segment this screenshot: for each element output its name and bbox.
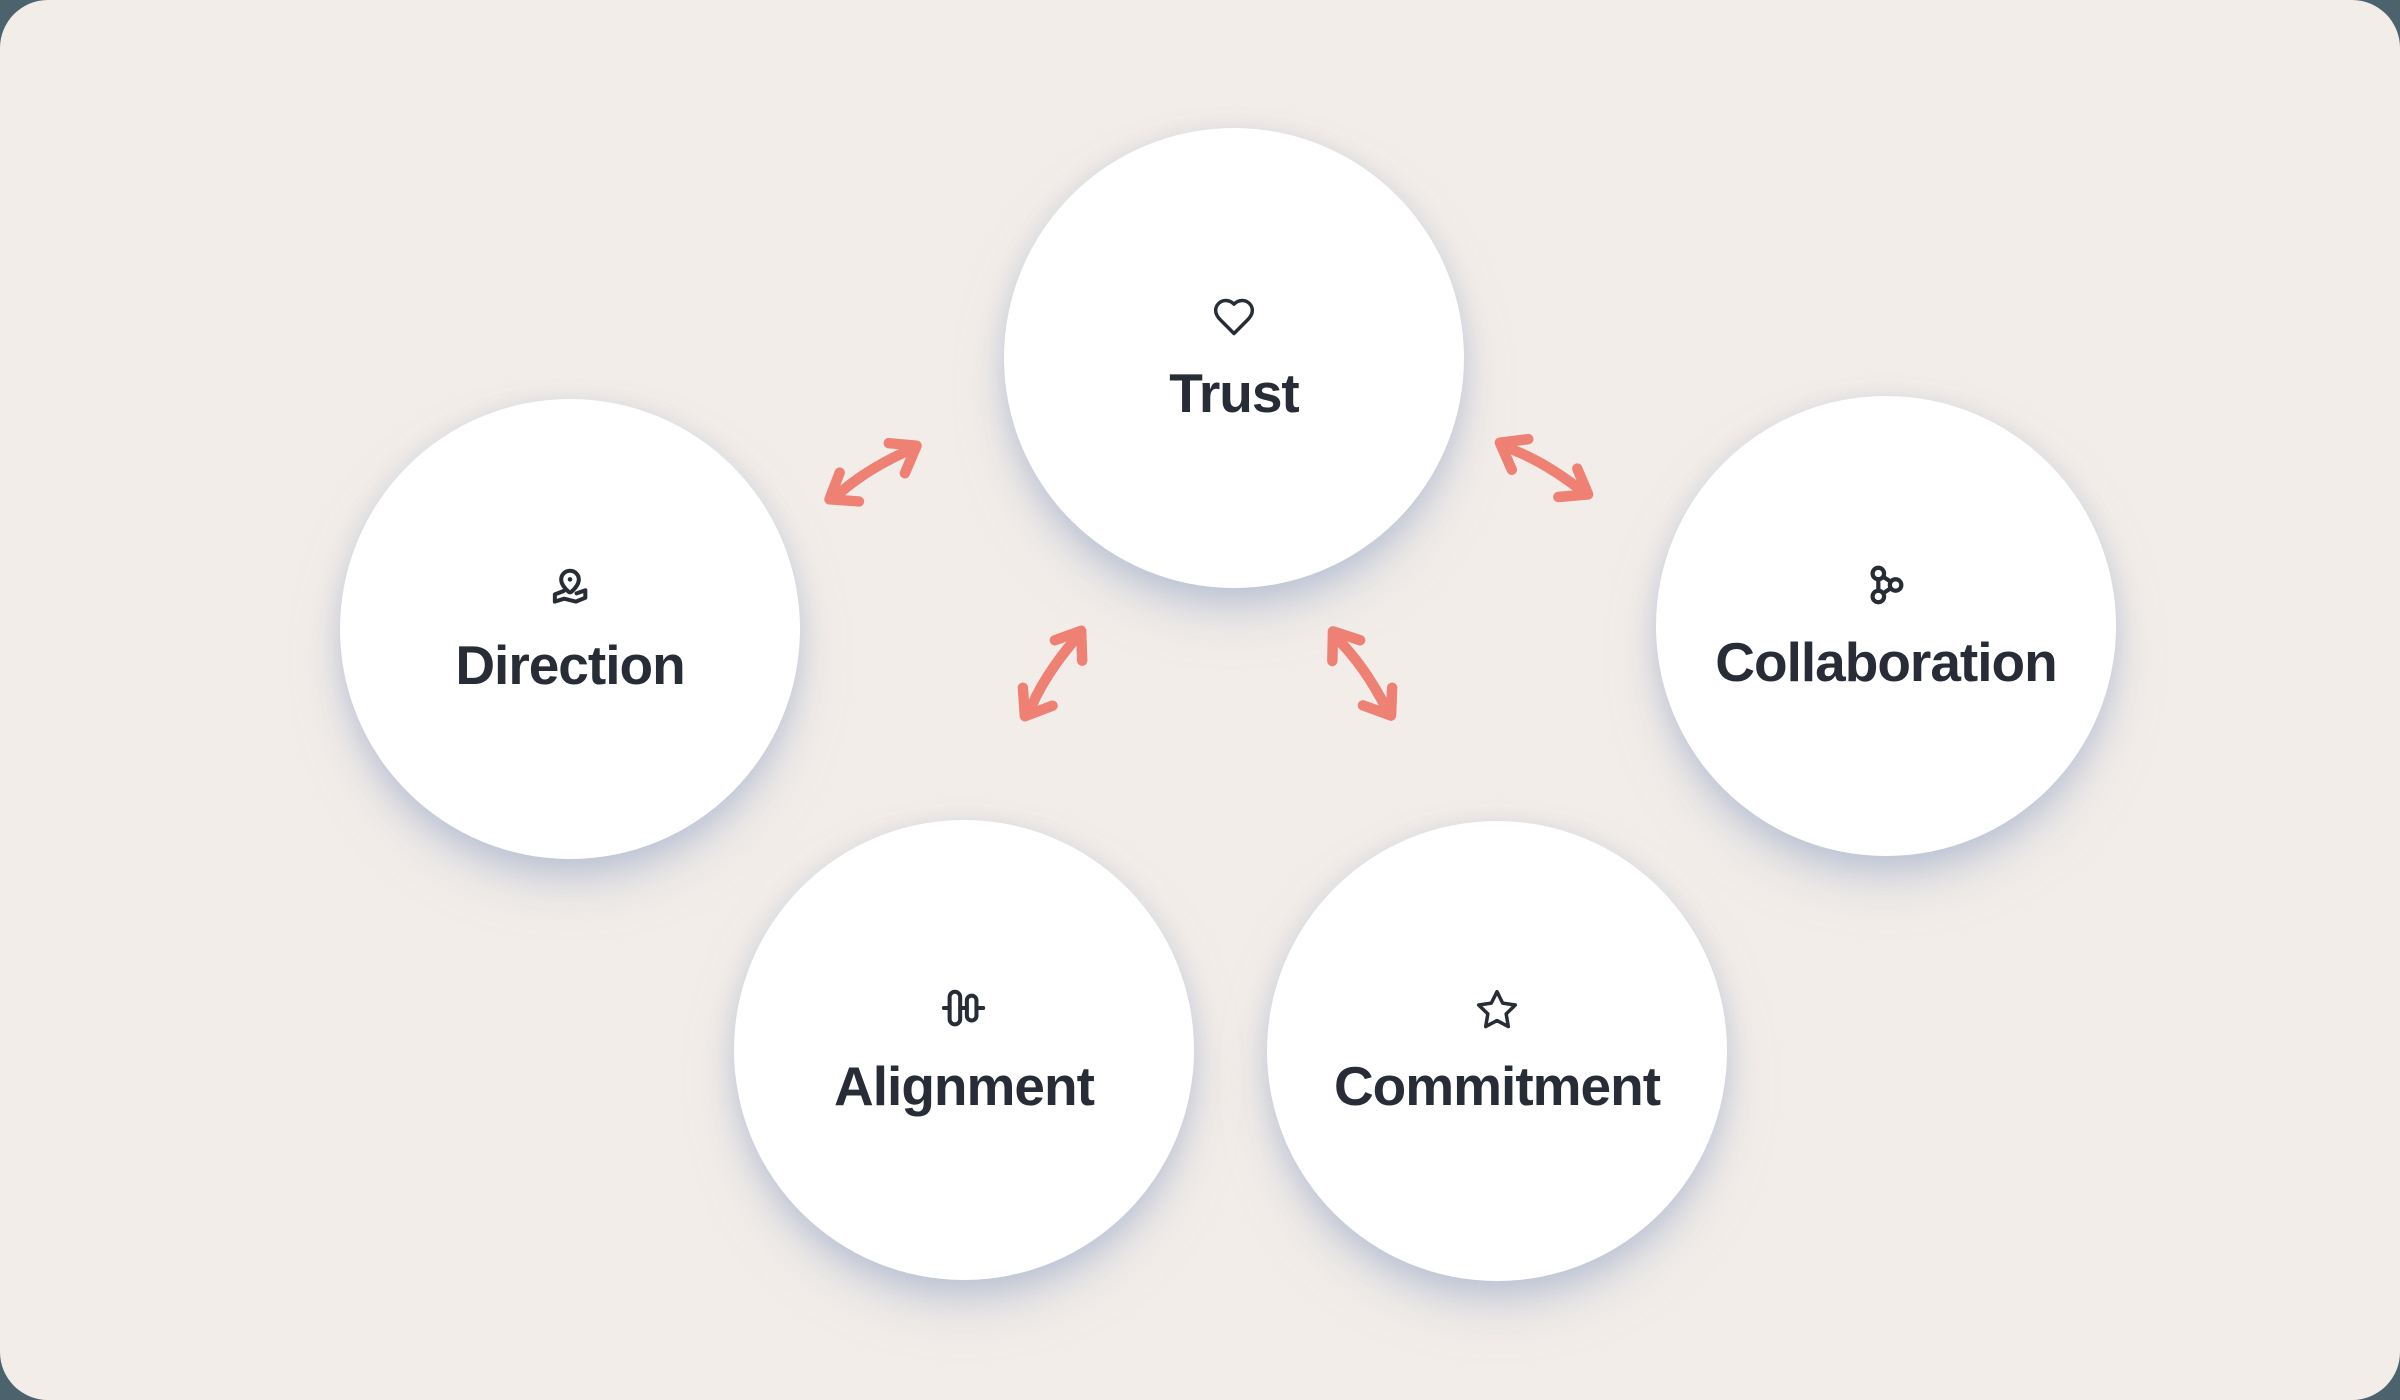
sliders-capsules-icon	[941, 989, 986, 1027]
node-trust: Trust	[1004, 128, 1464, 588]
node-label-alignment: Alignment	[834, 1055, 1095, 1117]
node-label-commitment: Commitment	[1333, 1055, 1661, 1117]
double-arrow-trust-collaboration-icon	[1494, 433, 1594, 503]
node-collaboration: Collaboration	[1656, 396, 2116, 856]
node-label-collaboration: Collaboration	[1715, 631, 2057, 693]
double-arrow-direction-trust-icon	[824, 437, 922, 507]
double-arrow-trust-alignment-icon	[1017, 625, 1088, 722]
node-label-direction: Direction	[455, 634, 685, 696]
network-nodes-icon	[1870, 565, 1904, 605]
pinned-map-icon	[552, 568, 588, 604]
heart-icon	[1213, 298, 1255, 336]
node-label-trust: Trust	[1169, 362, 1299, 424]
double-arrow-trust-commitment-icon	[1327, 626, 1398, 721]
star-icon	[1476, 989, 1518, 1029]
node-alignment: Alignment	[734, 820, 1194, 1280]
node-direction: Direction	[340, 399, 800, 859]
node-commitment: Commitment	[1267, 821, 1727, 1281]
